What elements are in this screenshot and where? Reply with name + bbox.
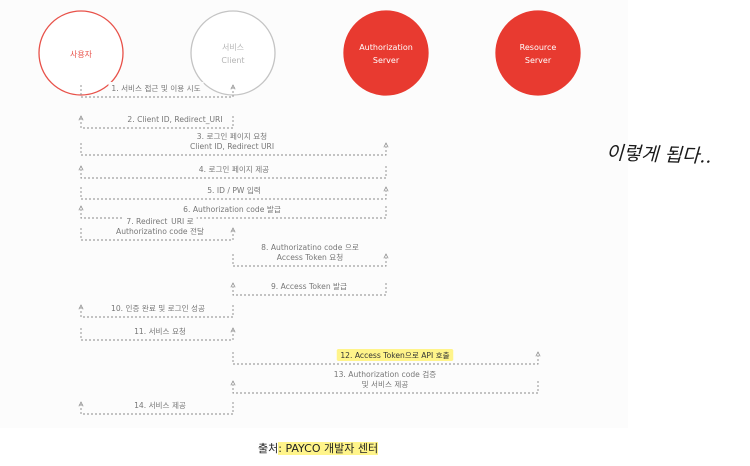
step-label-7-2: Authorizatino code 전달 <box>116 226 204 236</box>
actor-sub-1: Client <box>221 56 244 65</box>
step-arrow-3 <box>80 143 386 156</box>
step-label-4-1: 4. 로그인 페이지 제공 <box>199 164 269 174</box>
step-arrow-12 <box>232 352 538 365</box>
step-label-10-1: 10. 인증 완료 및 로그인 성공 <box>111 303 205 313</box>
step-label-bg-7-1 <box>123 216 197 227</box>
step-label-bg-9-1 <box>267 280 351 292</box>
step-label-bg-2-1 <box>124 114 226 125</box>
handwritten-note: 이렇게 됩다.. <box>606 142 712 168</box>
step-label-2-1: 2. Client ID, Redirect_URI <box>127 115 222 124</box>
step-label-bg-14-1 <box>131 400 189 411</box>
step-arrow-14 <box>81 402 234 415</box>
step-label-12-1: 12. Access Token으로 API 호출 <box>340 350 449 360</box>
step-label-8-2: Access Token 요청 <box>277 253 343 262</box>
actor-name-1: 서비스 <box>222 43 244 52</box>
step-arrow-2 <box>81 116 234 129</box>
caption-prefix: 출처 <box>258 442 279 455</box>
handwritten-note-text: 이렇게 됩다.. <box>606 142 712 168</box>
actor-name-2: Authorization <box>359 43 413 52</box>
step-label-bg-3-2 <box>186 141 278 152</box>
step-label-8-1: 8. Authorizatino code 으로 <box>261 243 359 252</box>
step-label-3-1: 3. 로그인 페이지 요청 <box>197 131 267 141</box>
step-arrow-13 <box>233 381 539 394</box>
step-arrow-8 <box>232 254 386 267</box>
actor-name-3: Resource <box>520 43 557 52</box>
step-label-6-1: 6. Authorization code 발급 <box>183 204 281 214</box>
step-label-7-1: 7. Redirect_URI 로 <box>126 217 193 226</box>
step-label-3-2: Client ID, Redirect URI <box>190 142 274 151</box>
actor-circle-2 <box>343 10 429 96</box>
step-label-14-1: 14. 서비스 제공 <box>134 401 186 410</box>
step-label-1-1: 1. 서비스 접근 및 이용 시도 <box>111 83 200 93</box>
step-label-bg-4-1 <box>195 163 273 175</box>
actor-circle-1 <box>190 10 276 96</box>
step-label-bg-13-1 <box>330 368 440 380</box>
actor-sub-2: Server <box>373 56 400 65</box>
step-label-bg-1-1 <box>108 82 204 94</box>
step-arrow-1 <box>80 85 233 98</box>
actor-name-0: 사용자 <box>70 50 93 59</box>
caption-body: : PAYCO 개발자 센터 <box>278 442 379 455</box>
step-label-9-1: 9. Access Token 발급 <box>271 281 347 291</box>
step-arrow-10 <box>81 305 234 318</box>
step-label-13-1: 13. Authorization code 검증 <box>334 369 436 379</box>
step-arrow-6 <box>81 206 387 219</box>
step-arrow-5 <box>80 187 386 200</box>
step-label-bg-13-2 <box>358 378 412 390</box>
step-label-5-1: 5. ID / PW 입력 <box>207 186 261 195</box>
step-label-11-1: 11. 서비스 요청 <box>134 327 186 336</box>
step-label-13-2: 및 서비스 제공 <box>362 379 409 389</box>
step-label-bg-8-2 <box>273 252 347 263</box>
source-caption: 출처: PAYCO 개발자 센터 <box>258 440 379 456</box>
step-arrow-9 <box>233 283 387 296</box>
step-label-bg-8-1 <box>258 242 362 253</box>
step-arrow-4 <box>81 166 387 179</box>
actor-sub-3: Server <box>525 56 552 65</box>
actor-circle-3 <box>495 10 581 96</box>
step-label-bg-7-2 <box>113 225 207 237</box>
step-arrow-7 <box>80 228 233 241</box>
step-label-bg-10-1 <box>107 302 209 314</box>
step-label-bg-5-1 <box>204 185 264 196</box>
step-label-bg-12-1 <box>337 349 453 361</box>
step-label-bg-11-1 <box>131 326 189 337</box>
step-label-bg-3-1 <box>193 130 271 142</box>
step-label-bg-6-1 <box>180 203 284 215</box>
step-arrow-11 <box>80 328 233 341</box>
